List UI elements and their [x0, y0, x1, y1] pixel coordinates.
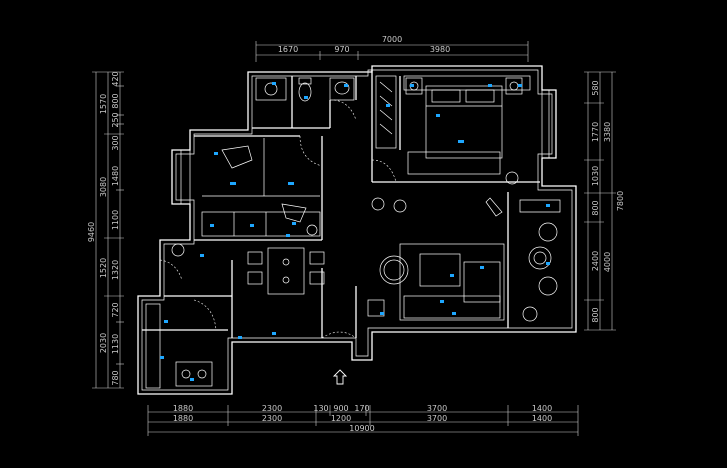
dim-top-seg-2: 970	[334, 45, 349, 54]
top-dimensions: 7000 1670 970 3980	[255, 35, 529, 62]
dim-top-seg-3: 3980	[430, 45, 450, 54]
bathroom-fixtures	[255, 77, 355, 102]
dim-top-total: 7000	[382, 35, 402, 44]
left-dimensions: 420 800 250 300 1480 1100 1320 720 1130 …	[87, 71, 124, 389]
dim-bottom-r1-5: 170	[354, 404, 369, 413]
dim-left-inner-9: 1130	[111, 334, 120, 354]
dim-bottom-r1-4: 900	[333, 404, 348, 413]
dim-bottom-r2-3: 1200	[331, 414, 351, 423]
dim-left-inner-2: 800	[111, 93, 120, 108]
dim-right-total: 7800	[616, 191, 625, 211]
dim-left-inner-1: 420	[111, 71, 120, 86]
dim-left-mid-3: 1520	[99, 258, 108, 278]
bottom-dimensions: 1880 2300 130 900 170 3700 1400 1880 230…	[147, 404, 579, 436]
living-room-furniture	[367, 243, 538, 322]
dim-bottom-r2-5: 1400	[532, 414, 552, 423]
dim-bottom-r2-4: 3700	[427, 414, 447, 423]
dim-left-inner-3: 250	[111, 112, 120, 127]
dim-bottom-r1-6: 3700	[427, 404, 447, 413]
dim-left-inner-4: 300	[111, 135, 120, 150]
exterior-walls	[137, 65, 577, 395]
interior-walls	[142, 70, 540, 338]
wardrobe	[375, 75, 397, 149]
dim-left-mid-4: 2030	[99, 333, 108, 353]
dim-top-seg-1: 1670	[278, 45, 298, 54]
dim-right-inner-5: 2400	[591, 251, 600, 271]
study-furniture	[201, 138, 321, 237]
plants	[371, 171, 519, 213]
dim-left-inner-10: 780	[111, 370, 120, 385]
dim-bottom-r1-1: 1880	[173, 404, 193, 413]
dim-left-mid-1: 1570	[99, 94, 108, 114]
dim-right-inner-2: 1770	[591, 122, 600, 142]
dining-table	[247, 247, 325, 295]
windows	[171, 89, 557, 205]
dim-bottom-r1-7: 1400	[532, 404, 552, 413]
dim-right-inner-1: 580	[591, 80, 600, 95]
dim-left-inner-5: 1480	[111, 166, 120, 186]
dim-right-inner-4: 800	[591, 200, 600, 215]
up-arrow-icon	[332, 369, 348, 385]
dim-left-mid-2: 3080	[99, 177, 108, 197]
dim-left-inner-8: 720	[111, 302, 120, 317]
double-bed	[403, 75, 531, 175]
dim-bottom-r2-1: 1880	[173, 414, 193, 423]
dim-right-mid-2: 4000	[603, 252, 612, 272]
balcony-furniture	[485, 197, 561, 296]
dim-left-total: 9460	[87, 222, 96, 242]
dim-left-inner-7: 1320	[111, 260, 120, 280]
dim-right-mid-1: 3380	[603, 122, 612, 142]
doors	[159, 99, 397, 339]
dim-bottom-r2-2: 2300	[262, 414, 282, 423]
dim-right-inner-6: 800	[591, 307, 600, 322]
dim-bottom-r1-2: 2300	[262, 404, 282, 413]
right-dimensions: 580 1770 1030 800 2400 800 3380 4000 780…	[584, 71, 625, 331]
kitchen-fixtures	[145, 243, 213, 389]
dim-left-inner-6: 1100	[111, 210, 120, 230]
room-tags	[160, 82, 550, 381]
dim-right-inner-3: 1030	[591, 166, 600, 186]
dim-bottom-total: 10900	[349, 424, 374, 433]
dim-bottom-r1-3: 130	[313, 404, 328, 413]
